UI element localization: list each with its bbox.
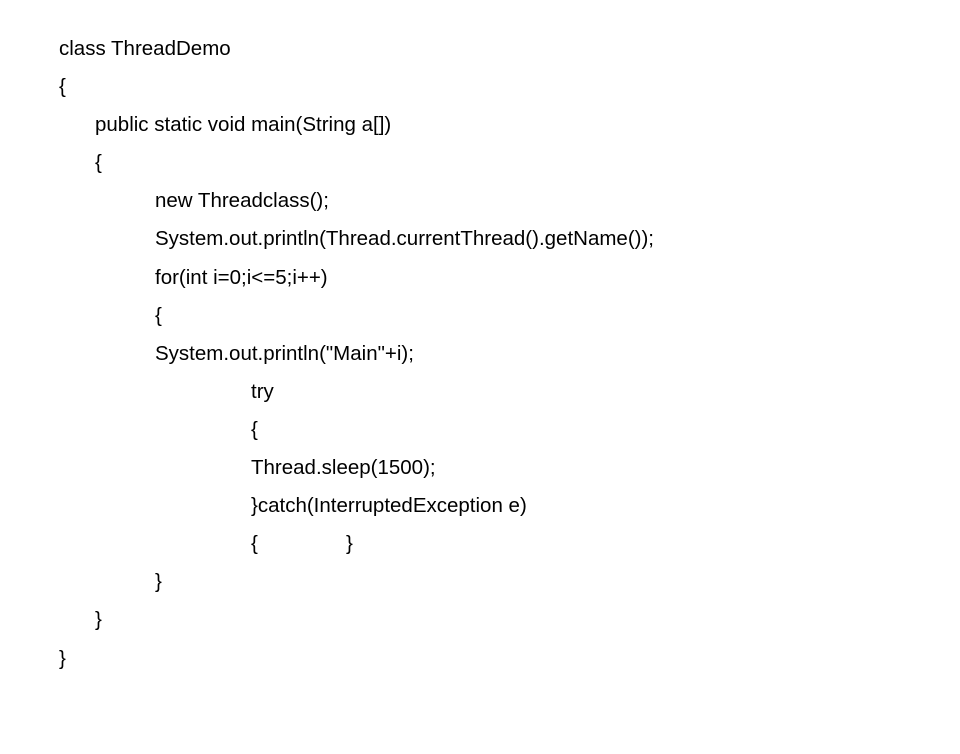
- code-line: {: [0, 68, 960, 106]
- code-text: new Threadclass();: [155, 189, 329, 213]
- code-text: try: [251, 379, 274, 403]
- code-text: {: [155, 303, 162, 327]
- code-text: class ThreadDemo: [59, 37, 231, 60]
- code-text: System.out.println(Thread.currentThread(…: [155, 227, 655, 251]
- code-text: }: [346, 532, 353, 556]
- code-text: {: [95, 151, 102, 175]
- code-text: System.out.println("Main"+i);: [155, 341, 414, 365]
- code-line: }catch(InterruptedException e): [0, 487, 960, 525]
- code-text: }: [59, 646, 66, 670]
- code-line: {: [0, 411, 960, 449]
- code-line: new Threadclass();: [0, 182, 960, 220]
- code-text: public static void main(String a[]): [95, 113, 392, 137]
- code-line: try: [0, 373, 960, 411]
- code-listing: class ThreadDemo { public static void ma…: [0, 30, 960, 678]
- code-line: public static void main(String a[]): [0, 106, 960, 144]
- code-text: {: [251, 417, 258, 441]
- code-text: }catch(InterruptedException e): [251, 494, 527, 518]
- slide: class ThreadDemo { public static void ma…: [0, 30, 960, 678]
- code-text: }: [95, 608, 102, 632]
- code-line: class ThreadDemo: [0, 30, 960, 68]
- code-line: {: [0, 144, 960, 182]
- code-line: }: [0, 601, 960, 639]
- code-line: for(int i=0;i<=5;i++): [0, 259, 960, 297]
- code-text: {: [251, 532, 258, 556]
- code-line: Thread.sleep(1500);: [0, 449, 960, 487]
- code-text: {: [59, 75, 66, 99]
- code-text: for(int i=0;i<=5;i++): [155, 265, 328, 289]
- code-text: Thread.sleep(1500);: [251, 456, 436, 480]
- code-line: System.out.println(Thread.currentThread(…: [0, 220, 960, 258]
- code-line: {: [0, 297, 960, 335]
- code-line: }: [0, 640, 960, 678]
- code-text: }: [155, 570, 162, 594]
- code-line: System.out.println("Main"+i);: [0, 335, 960, 373]
- code-line: { }: [0, 525, 960, 563]
- code-line: }: [0, 563, 960, 601]
